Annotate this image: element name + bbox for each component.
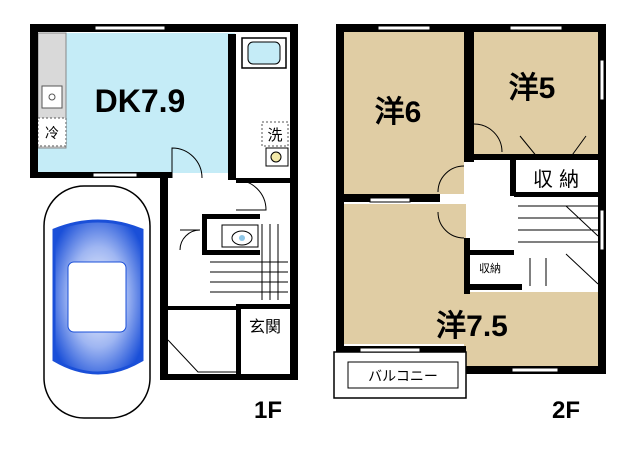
fridge-label: 冷 [45,126,59,142]
closet-label-large: 収 納 [533,167,579,191]
floor-label-1f: 1F [254,397,282,424]
balcony-label: バルコニー [368,369,438,385]
window [369,25,605,373]
dk-room [38,33,235,173]
washer-label: 洗 [267,126,282,144]
room-label-western-c: 洋7.5 [436,310,508,343]
bathtub-icon [241,37,287,69]
fridge-space [37,117,67,147]
window [92,25,166,178]
room-label-dk: DK7.9 [95,83,186,119]
car-icon [43,185,151,419]
room-label-western-b: 洋5 [509,72,556,105]
door-swing [167,147,267,373]
door-swing [437,123,587,239]
stairs-icon [210,224,288,300]
washbasin-icon [265,147,289,167]
stairs-icon [518,205,599,286]
western-room-c [344,204,466,344]
balcony-window [359,347,421,353]
washer-space [261,121,289,147]
room-label-entrance: 玄関 [249,317,281,336]
floor-1f: DK7.9 冷 洗 玄関 1F [30,24,298,424]
western-room-a [344,32,464,194]
sink-icon [41,85,63,109]
room-label-western-a: 洋6 [375,96,422,129]
floor-label-2f: 2F [552,397,580,424]
toilet-icon [221,224,259,248]
closet-label-small: 収納 [479,262,501,275]
western-room-c-ext [464,292,598,370]
balcony-frame [347,361,459,389]
floor-2f: 洋6 洋5 洋7.5 収 納 収納 バルコニー 2F [333,24,606,424]
